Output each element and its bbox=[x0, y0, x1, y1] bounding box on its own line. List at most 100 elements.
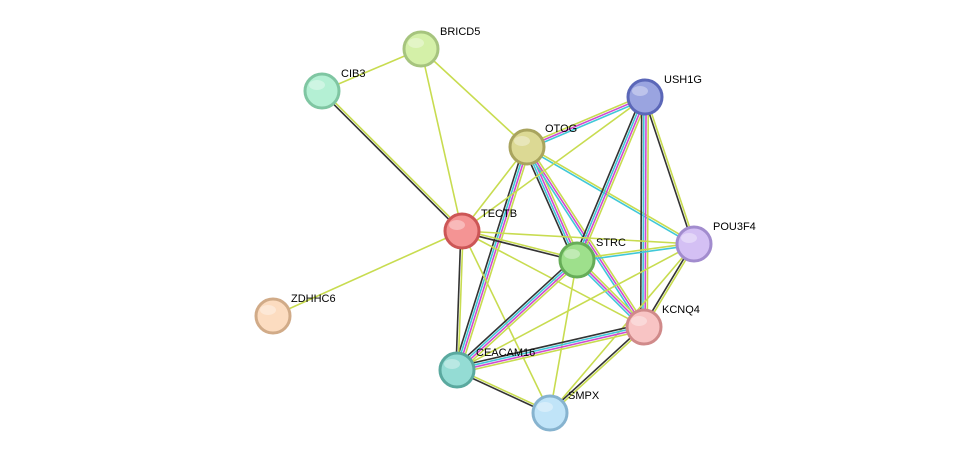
edge-line-coexpression bbox=[548, 325, 644, 413]
node-circle[interactable] bbox=[443, 212, 481, 250]
node-pou3f4[interactable]: POU3F4 bbox=[675, 221, 756, 263]
edge-line-coexpression bbox=[454, 256, 576, 369]
edge-cib3-tectb[interactable] bbox=[320, 89, 464, 233]
edge-line-coexpression bbox=[643, 97, 694, 245]
node-ceacam16[interactable]: CEACAM16 bbox=[438, 347, 535, 389]
edge-strc-smpx[interactable] bbox=[549, 259, 578, 414]
edge-kcnq4-ceacam16[interactable] bbox=[456, 323, 645, 374]
edge-line-textmining bbox=[461, 230, 695, 245]
edge-line-textmining bbox=[646, 97, 650, 328]
edge-line-textmining bbox=[272, 230, 463, 317]
node-label: SMPX bbox=[568, 390, 600, 402]
edge-strc-pou3f4[interactable] bbox=[576, 242, 695, 262]
node-strc[interactable]: STRC bbox=[558, 237, 626, 279]
edge-line-database bbox=[525, 147, 577, 261]
edge-line-textmining bbox=[576, 242, 694, 260]
edge-line-coexpression bbox=[320, 91, 462, 233]
node-label: OTOG bbox=[545, 123, 577, 135]
edge-zdhhc6-tectb[interactable] bbox=[272, 230, 463, 317]
node-highlight bbox=[564, 249, 580, 259]
edge-line-experiments bbox=[526, 96, 646, 148]
edge-line-experiments bbox=[457, 147, 529, 371]
edge-line-textmining bbox=[549, 259, 578, 414]
edge-ush1g-tectb[interactable] bbox=[461, 96, 646, 232]
edge-tectb-pou3f4[interactable] bbox=[461, 230, 695, 245]
edge-bricd5-tectb[interactable] bbox=[420, 48, 463, 232]
edge-strc-ceacam16[interactable] bbox=[454, 256, 580, 374]
edge-line-textmining bbox=[461, 96, 646, 232]
node-circle[interactable] bbox=[625, 308, 663, 346]
edges-layer bbox=[272, 48, 696, 415]
edge-line-database bbox=[527, 98, 647, 150]
edge-line-textmining bbox=[458, 261, 580, 374]
edge-line-textmining bbox=[459, 147, 531, 372]
node-cib3[interactable]: CIB3 bbox=[303, 68, 365, 110]
edge-line-coexpression bbox=[523, 148, 575, 262]
edge-otog-ceacam16[interactable] bbox=[453, 145, 531, 372]
node-tectb[interactable]: TECTB bbox=[443, 208, 517, 250]
node-label: BRICD5 bbox=[440, 26, 480, 38]
node-highlight bbox=[537, 402, 553, 412]
edge-line-coexpression bbox=[639, 96, 643, 327]
node-label: STRC bbox=[596, 237, 626, 249]
edge-line-coexpression bbox=[573, 95, 643, 260]
edge-bricd5-otog[interactable] bbox=[420, 48, 528, 148]
node-circle[interactable] bbox=[675, 225, 713, 263]
edge-tectb-kcnq4[interactable] bbox=[461, 230, 645, 328]
node-circle[interactable] bbox=[438, 351, 476, 389]
node-bricd5[interactable]: BRICD5 bbox=[402, 26, 480, 68]
edge-line-textmining bbox=[420, 48, 528, 148]
edge-otog-ush1g[interactable] bbox=[525, 94, 647, 150]
edge-line-textmining bbox=[550, 327, 646, 415]
node-label: POU3F4 bbox=[713, 221, 756, 233]
node-circle[interactable] bbox=[508, 128, 546, 166]
node-smpx[interactable]: SMPX bbox=[531, 390, 600, 432]
edge-line-textmining bbox=[645, 96, 696, 244]
node-label: CIB3 bbox=[341, 68, 365, 80]
edge-tectb-smpx[interactable] bbox=[461, 230, 551, 414]
edge-line-database bbox=[456, 325, 644, 370]
edge-line-coexpression bbox=[455, 230, 462, 370]
node-highlight bbox=[449, 220, 465, 230]
node-label: CEACAM16 bbox=[476, 347, 535, 359]
node-highlight bbox=[632, 86, 648, 96]
node-highlight bbox=[260, 305, 276, 315]
edge-line-database bbox=[455, 146, 527, 370]
edge-line-database bbox=[455, 258, 577, 370]
node-highlight bbox=[631, 316, 647, 326]
edge-line-textmining bbox=[525, 94, 645, 146]
node-circle[interactable] bbox=[558, 241, 596, 279]
edge-line-coexpression bbox=[453, 145, 525, 370]
node-kcnq4[interactable]: KCNQ4 bbox=[625, 304, 700, 346]
node-label: USH1G bbox=[664, 74, 702, 86]
edge-line-textmining bbox=[461, 230, 551, 414]
edge-line-textmining bbox=[527, 145, 695, 244]
node-otog[interactable]: OTOG bbox=[508, 123, 577, 166]
edge-line-textmining bbox=[322, 89, 464, 231]
edge-kcnq4-smpx[interactable] bbox=[548, 325, 646, 415]
node-highlight bbox=[514, 136, 530, 146]
edge-line-textmining bbox=[579, 97, 649, 262]
node-circle[interactable] bbox=[303, 72, 341, 110]
edge-ush1g-pou3f4[interactable] bbox=[643, 96, 696, 245]
edge-line-experiments bbox=[457, 327, 645, 372]
node-circle[interactable] bbox=[531, 394, 569, 432]
node-circle[interactable] bbox=[402, 30, 440, 68]
node-highlight bbox=[309, 80, 325, 90]
edge-line-coexpression bbox=[456, 323, 644, 368]
edge-line-textmining bbox=[420, 48, 463, 232]
node-zdhhc6[interactable]: ZDHHC6 bbox=[254, 293, 336, 335]
edge-line-textmining bbox=[457, 231, 464, 371]
node-circle[interactable] bbox=[254, 297, 292, 335]
node-circle[interactable] bbox=[626, 78, 664, 116]
node-ush1g[interactable]: USH1G bbox=[626, 74, 702, 116]
edge-pou3f4-ceacam16[interactable] bbox=[456, 243, 695, 371]
node-highlight bbox=[444, 359, 460, 369]
edge-ush1g-kcnq4[interactable] bbox=[639, 96, 650, 328]
edge-line-database bbox=[577, 244, 695, 262]
edge-tectb-strc[interactable] bbox=[461, 229, 578, 262]
edge-tectb-ceacam16[interactable] bbox=[455, 230, 464, 371]
edge-ush1g-strc[interactable] bbox=[573, 95, 649, 262]
